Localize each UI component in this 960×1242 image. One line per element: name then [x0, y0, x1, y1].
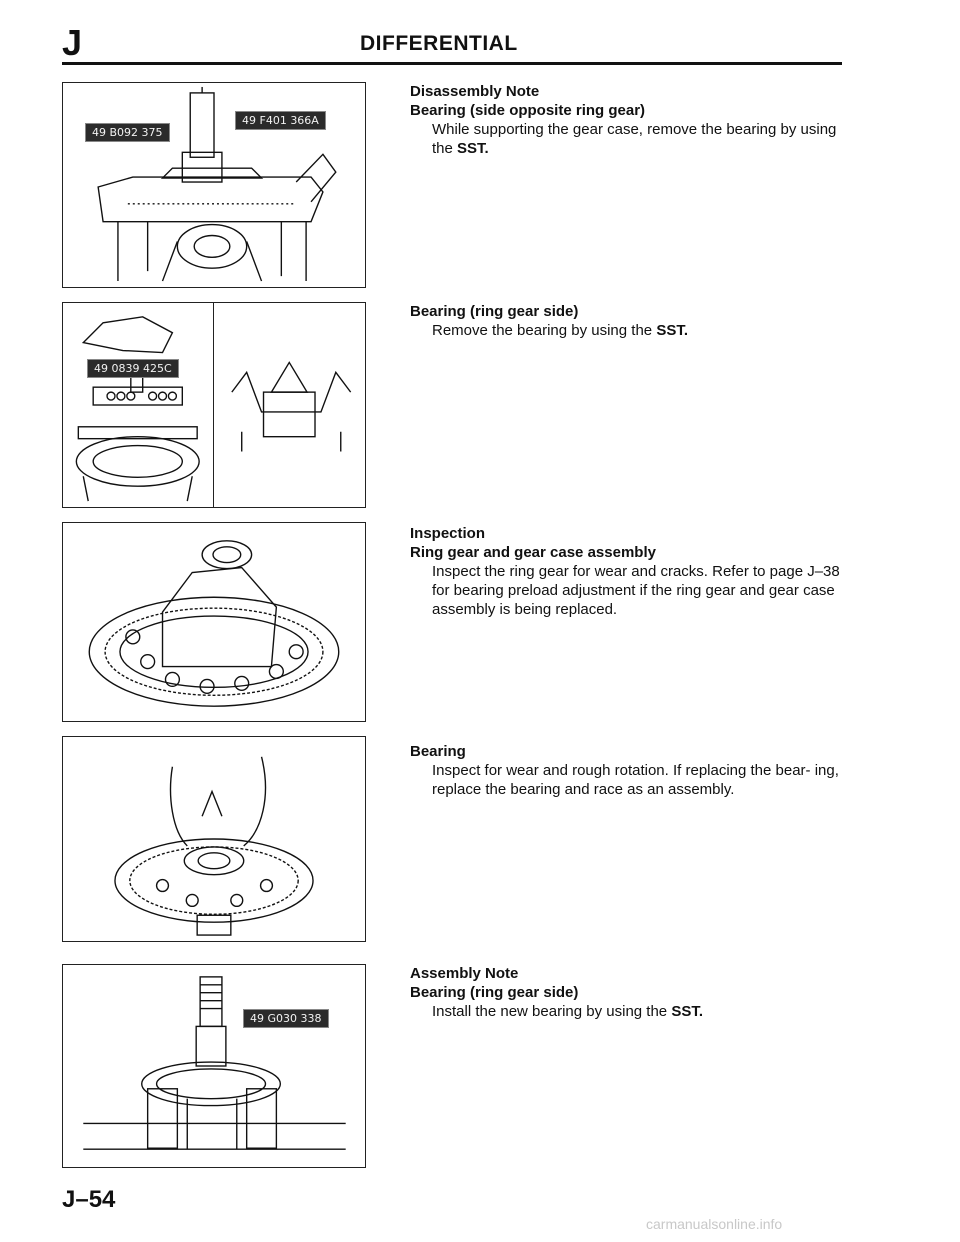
figure-bearing-inspection [62, 736, 366, 942]
section-heading: Inspection [410, 525, 486, 542]
page-title: DIFFERENTIAL [360, 32, 518, 55]
sst-label: SST. [457, 140, 489, 157]
section-body: While supporting the gear case, remove t… [432, 121, 837, 157]
figure-ring-gear-case [62, 522, 366, 722]
sst-label: SST. [671, 1003, 704, 1020]
section-body: Remove the bearing by using the SST. [432, 322, 688, 339]
sst-tag: 49 B092 375 [85, 123, 170, 142]
sst-tag: 49 F401 366A [235, 111, 326, 130]
figure-bearing-removal-ring-side: 49 0839 425C [62, 302, 366, 508]
section-subheading: Bearing (side opposite ring gear) [410, 102, 646, 119]
section-subheading: Bearing (ring gear side) [410, 303, 579, 320]
section-disassembly-note: Disassembly Note Bearing (side opposite … [410, 82, 850, 158]
watermark: carmanualsonline.info [646, 1216, 783, 1232]
section-heading: Disassembly Note [410, 83, 540, 100]
section-body: Inspect the ring gear for wear and crack… [432, 563, 840, 618]
sst-tag: 49 G030 338 [243, 1009, 329, 1028]
header-rule [62, 62, 842, 65]
section-bearing-inspection: Bearing Inspect for wear and rough rotat… [410, 742, 850, 799]
figure-illustration [114, 756, 314, 936]
figure-bearing-install: 49 G030 338 [62, 964, 366, 1168]
figure-illustration [97, 86, 337, 282]
figure-illustration [88, 540, 340, 707]
figure-bearing-removal-side: 49 B092 375 49 F401 366A [62, 82, 366, 288]
section-assembly-note: Assembly Note Bearing (ring gear side) I… [410, 964, 850, 1021]
section-letter: J [62, 22, 83, 63]
section-body: Inspect for wear and rough rotation. If … [432, 762, 839, 798]
figure-divider [213, 303, 214, 507]
page-number: J–54 [62, 1186, 116, 1213]
section-bearing-ring-gear-side: Bearing (ring gear side) Remove the bear… [410, 302, 850, 340]
section-body: Install the new bearing by using the SST… [432, 1003, 704, 1020]
section-subheading: Bearing [410, 743, 466, 760]
section-heading: Assembly Note [410, 965, 519, 982]
sst-tag: 49 0839 425C [87, 359, 179, 378]
sst-label: SST. [656, 322, 688, 339]
figure-illustration [75, 316, 352, 502]
section-subheading: Bearing (ring gear side) [410, 984, 579, 1001]
figure-illustration [83, 976, 346, 1150]
section-inspection: Inspection Ring gear and gear case assem… [410, 524, 850, 619]
section-subheading: Ring gear and gear case assembly [410, 544, 656, 561]
